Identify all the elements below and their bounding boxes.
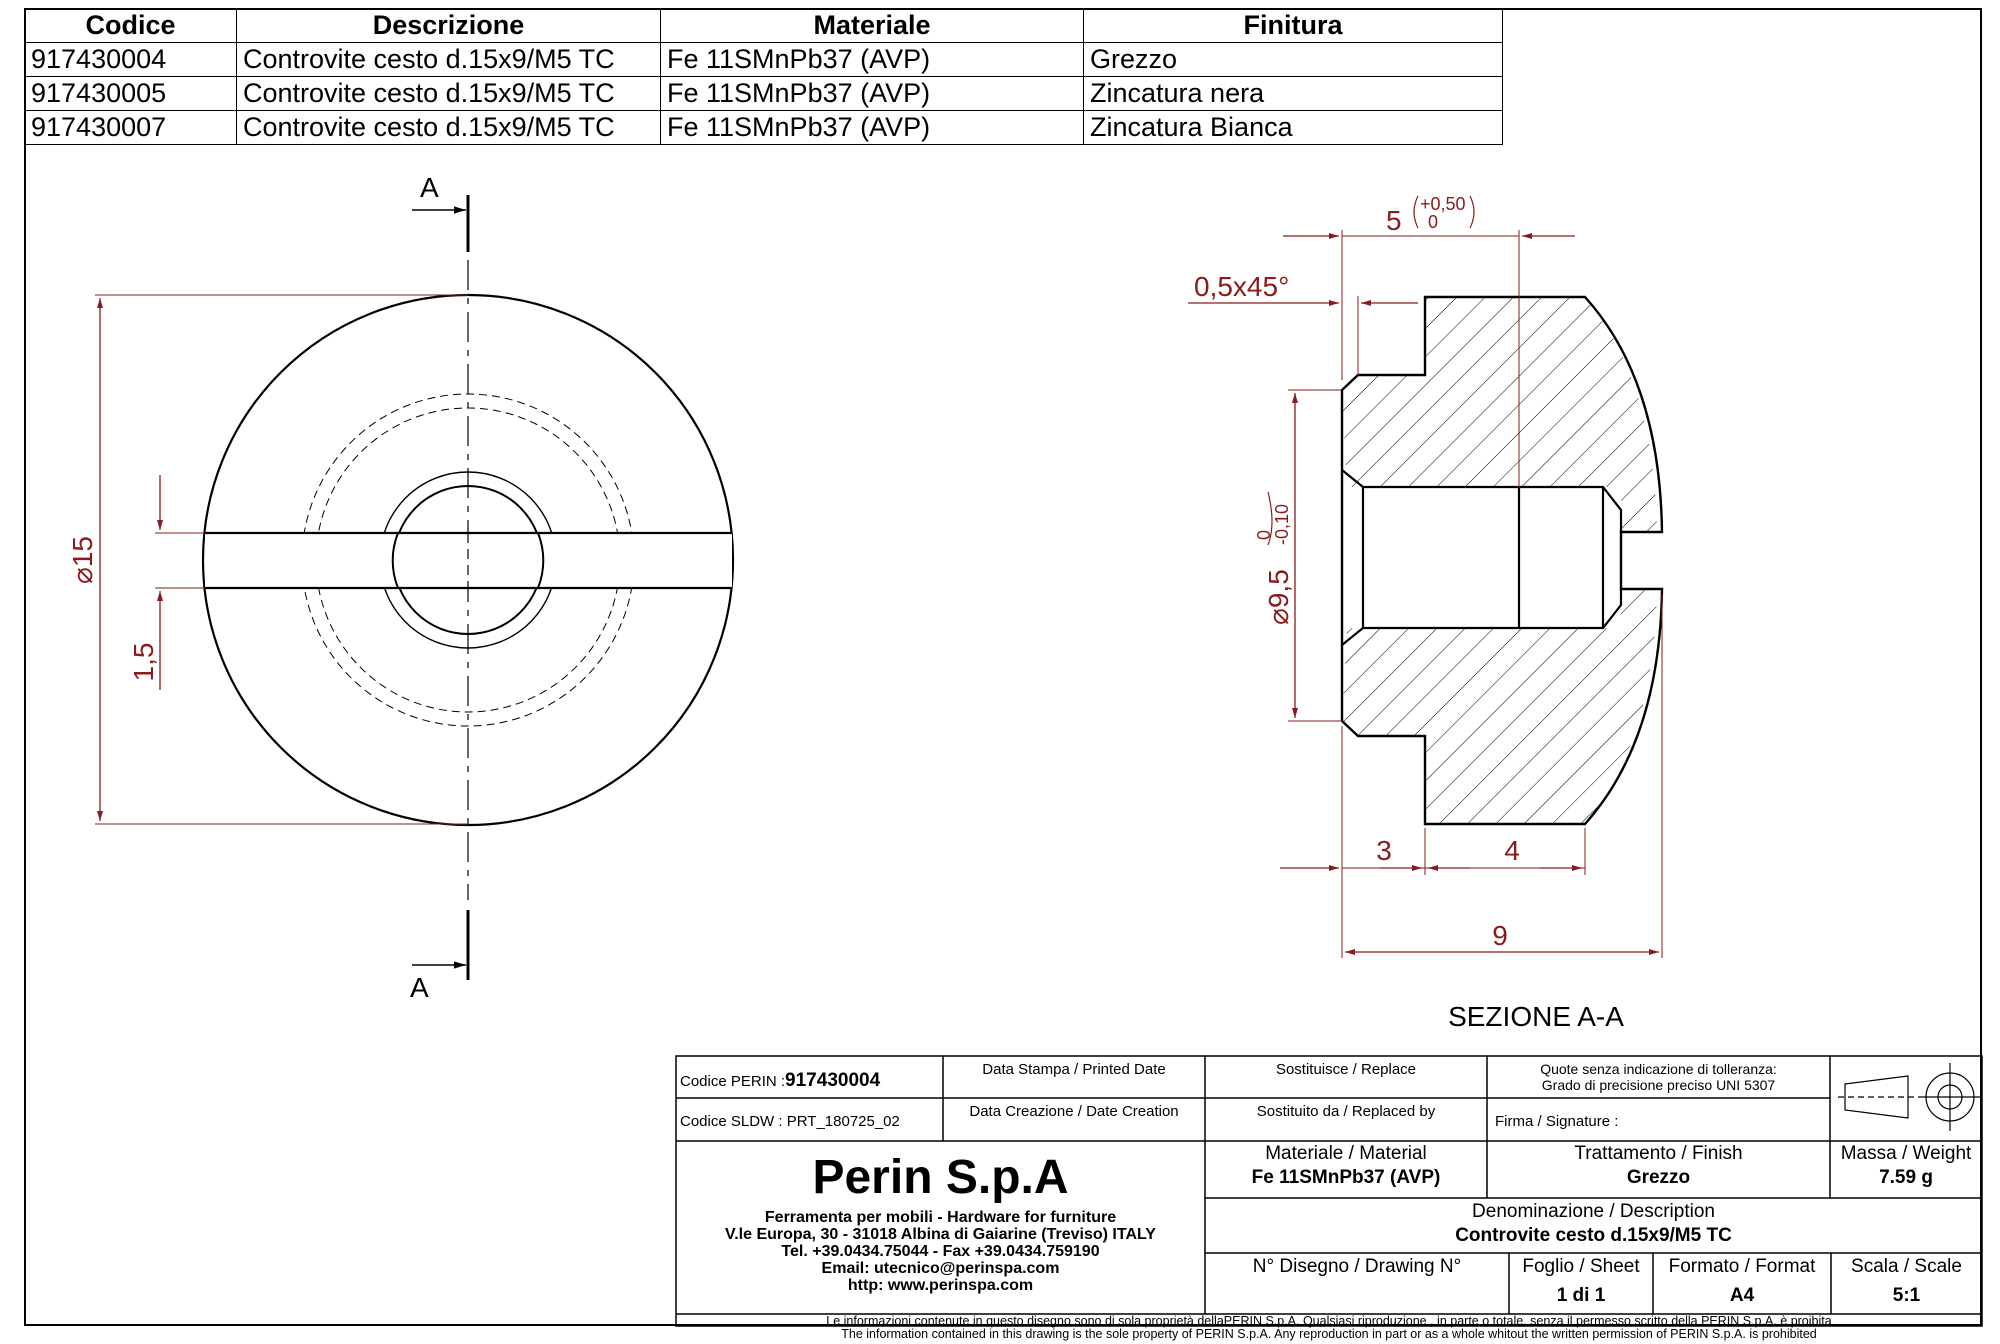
dim-tol-5-upper: +0,50 xyxy=(1420,194,1466,214)
denominazione-value: Controvite cesto d.15x9/M5 TC xyxy=(1455,1225,1732,1246)
section-view: 5 +0,50 0 0,5x45° ⌀9,5 0 -0,10 xyxy=(1188,194,1664,1032)
projection-symbol-icon xyxy=(1838,1063,1982,1131)
dim-tol-5-lower: 0 xyxy=(1428,212,1438,232)
dim-text-9: 9 xyxy=(1492,920,1508,951)
sostituito-label: Sostituito da / Replaced by xyxy=(1256,1103,1436,1120)
cell-materiale: Fe 11SMnPb37 (AVP) xyxy=(660,110,1084,145)
formato-label: Formato / Format xyxy=(1668,1256,1816,1277)
company-info: Ferramenta per mobili - Hardware for fur… xyxy=(676,1209,1205,1294)
disclaimer-line-2: The information contained in this drawin… xyxy=(841,1327,1817,1341)
hatch-lower xyxy=(1342,589,1657,824)
trattamento-value: Grezzo xyxy=(1626,1167,1691,1188)
foglio-value: 1 di 1 xyxy=(1556,1285,1606,1306)
scala-value: 5:1 xyxy=(1892,1285,1921,1306)
codice-perin-value: 917430004 xyxy=(785,1070,881,1091)
codice-perin-label: Codice PERIN : xyxy=(680,1073,786,1090)
front-view: A A ⌀15 xyxy=(67,172,735,1003)
codice-sldw-value: PRT_180725_02 xyxy=(786,1113,900,1130)
materiale-label: Materiale / Material xyxy=(1265,1143,1427,1164)
tol-bracket-5-left xyxy=(1413,195,1419,229)
bore-arc-left xyxy=(391,532,399,589)
denominazione-label: Denominazione / Description xyxy=(1472,1201,1715,1222)
dim-text-slot: 1,5 xyxy=(128,643,159,682)
title-block-grid xyxy=(675,1055,1983,1327)
cell-codice: 917430005 xyxy=(24,76,237,111)
cell-materiale: Fe 11SMnPb37 (AVP) xyxy=(660,42,1084,77)
dim-text-4: 4 xyxy=(1504,835,1520,866)
dim-text-3: 3 xyxy=(1376,835,1392,866)
bore-arc-right xyxy=(537,532,545,589)
hatch-upper xyxy=(1342,297,1657,532)
materiale-value: Fe 11SMnPb37 (AVP) xyxy=(1251,1167,1441,1188)
column-header-descrizione: Descrizione xyxy=(236,8,661,43)
column-header-materiale: Materiale xyxy=(660,8,1084,43)
dim-text-chamfer: 0,5x45° xyxy=(1194,271,1289,302)
dim-tol-d95-upper: 0 xyxy=(1254,530,1274,540)
dim-text-d95: ⌀9,5 xyxy=(1263,569,1294,625)
company-line-1: Ferramenta per mobili - Hardware for fur… xyxy=(764,1209,1117,1226)
dim-tol-d95-lower: -0,10 xyxy=(1272,504,1292,545)
firma-label: Firma / Signature : xyxy=(1495,1113,1619,1130)
tol-bracket-d95 xyxy=(1267,491,1273,546)
massa-label: Massa / Weight xyxy=(1840,1143,1972,1164)
codice-perin: Codice PERIN :917430004 xyxy=(680,1070,880,1092)
data-creazione-label: Data Creazione / Date Creation xyxy=(969,1103,1179,1120)
scala-label: Scala / Scale xyxy=(1851,1256,1962,1277)
data-stampa-label: Data Stampa / Printed Date xyxy=(982,1061,1166,1078)
dim-text-5: 5 xyxy=(1386,205,1402,236)
disclaimer-line-1: Le informazioni contenute in questo dise… xyxy=(826,1314,1832,1328)
company-name: Perin S.p.A xyxy=(812,1151,1069,1204)
parts-table-header-row: Codice Descrizione Materiale Finitura xyxy=(24,8,1503,43)
disegno-label: N° Disegno / Drawing N° xyxy=(1252,1256,1462,1277)
table-row: 917430007 Controvite cesto d.15x9/M5 TC … xyxy=(24,110,1503,145)
disclaimer: Le informazioni contenute in questo dise… xyxy=(676,1315,1982,1341)
dim-text-d15: ⌀15 xyxy=(67,536,98,584)
section-marker-bottom: A xyxy=(410,972,429,1003)
trattamento-label: Trattamento / Finish xyxy=(1574,1143,1743,1164)
company-line-5: http: www.perinspa.com xyxy=(847,1277,1034,1294)
massa-value: 7.59 g xyxy=(1879,1167,1933,1188)
formato-value: A4 xyxy=(1729,1285,1755,1306)
cell-finitura: Zincatura Bianca xyxy=(1083,110,1503,145)
cell-materiale: Fe 11SMnPb37 (AVP) xyxy=(660,76,1084,111)
section-label: SEZIONE A-A xyxy=(1448,1001,1624,1032)
company-line-4: Email: utecnico@perinspa.com xyxy=(821,1260,1060,1277)
cell-finitura: Zincatura nera xyxy=(1083,76,1503,111)
quote-label-1: Quote senza indicazione di tolleranza: xyxy=(1540,1061,1777,1077)
parts-table: Codice Descrizione Materiale Finitura 91… xyxy=(24,8,1503,145)
codice-sldw-label: Codice SLDW : xyxy=(680,1113,783,1130)
cell-codice: 917430007 xyxy=(24,110,237,145)
codice-sldw: Codice SLDW : PRT_180725_02 xyxy=(680,1113,900,1130)
cell-codice: 917430004 xyxy=(24,42,237,77)
company-line-3: Tel. +39.0434.75044 - Fax +39.0434.75919… xyxy=(781,1243,1100,1260)
table-row: 917430005 Controvite cesto d.15x9/M5 TC … xyxy=(24,76,1503,111)
sostituisce-label: Sostituisce / Replace xyxy=(1275,1061,1417,1078)
quote-label-2: Grado di precisione preciso UNI 5307 xyxy=(1541,1077,1776,1093)
company-line-2: V.le Europa, 30 - 31018 Albina di Gaiari… xyxy=(725,1226,1156,1243)
tol-bracket-5-right xyxy=(1469,195,1475,229)
column-header-finitura: Finitura xyxy=(1083,8,1503,43)
cell-descrizione: Controvite cesto d.15x9/M5 TC xyxy=(236,110,661,145)
foglio-label: Foglio / Sheet xyxy=(1522,1256,1640,1277)
section-marker-top: A xyxy=(420,172,439,203)
quote-tolleranza: Quote senza indicazione di tolleranza: G… xyxy=(1487,1061,1830,1093)
